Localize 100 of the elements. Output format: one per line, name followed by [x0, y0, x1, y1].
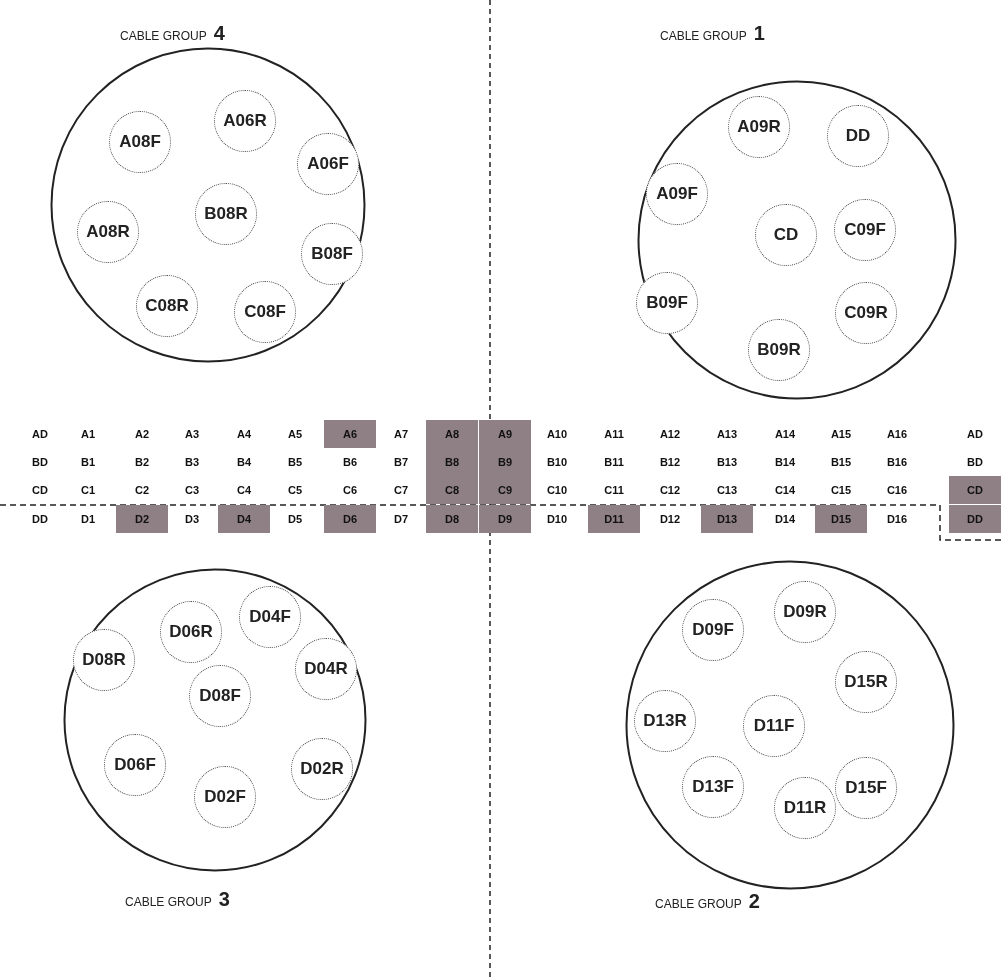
pin-label: C08F [244, 302, 286, 322]
terminal-label: B13 [715, 455, 739, 470]
group-heading: CABLE GROUP 1 [660, 22, 765, 45]
terminal-label: D5 [286, 512, 304, 527]
pin-label: A06F [307, 154, 349, 174]
terminal-label: A2 [133, 427, 151, 442]
terminal-label: B14 [773, 455, 797, 470]
terminal-label: D1 [79, 512, 97, 527]
terminal-label: B6 [341, 455, 359, 470]
terminal-label: C11 [603, 483, 625, 498]
terminal-label: C13 [715, 483, 739, 498]
pin-label: D15F [845, 778, 887, 798]
shaded-terminal-label: DD [949, 505, 1001, 533]
shaded-terminal-label: A8 [426, 420, 478, 448]
shaded-terminal-label: D8 [426, 505, 478, 533]
pin-label: A09R [737, 117, 781, 137]
terminal-label: B2 [133, 455, 151, 470]
terminal-label: C7 [392, 483, 410, 498]
terminal-label: D14 [773, 512, 797, 527]
terminal-label: B4 [235, 455, 253, 470]
terminal-label: D16 [885, 512, 909, 527]
terminal-label: B15 [829, 455, 853, 470]
terminal-label: C2 [133, 483, 151, 498]
shaded-terminal-label: D2 [116, 505, 168, 533]
pin-label: C09R [844, 303, 888, 323]
pin-label: B09F [646, 293, 688, 313]
shaded-terminal-label: D13 [701, 505, 753, 533]
terminal-label: A3 [183, 427, 201, 442]
terminal-label: A16 [885, 427, 909, 442]
terminal-label: A1 [79, 427, 97, 442]
pin-label: A06R [223, 111, 267, 131]
terminal-label: A10 [545, 427, 569, 442]
pin-label: D13F [692, 777, 734, 797]
pin-label: D08R [82, 650, 126, 670]
pin-label: D11F [753, 716, 795, 736]
pin-label: A08F [119, 132, 161, 152]
pin-label: DD [845, 126, 871, 146]
pin-label: D06R [169, 622, 213, 642]
terminal-label: A5 [286, 427, 304, 442]
pin-label: D02R [300, 759, 344, 779]
shaded-terminal-label: C9 [479, 476, 531, 504]
shaded-terminal-label: A9 [479, 420, 531, 448]
pin-circle [239, 586, 301, 648]
terminal-label: C14 [773, 483, 797, 498]
terminal-label: B12 [658, 455, 682, 470]
group-heading: CABLE GROUP 2 [655, 890, 760, 913]
shaded-terminal-label: D6 [324, 505, 376, 533]
terminal-label: C15 [829, 483, 853, 498]
shaded-terminal-label: A6 [324, 420, 376, 448]
terminal-label: C6 [341, 483, 359, 498]
terminal-label: D12 [658, 512, 682, 527]
pin-label: CD [773, 225, 799, 245]
terminal-label: C10 [545, 483, 569, 498]
terminal-label: CD [31, 483, 49, 498]
terminal-label: B3 [183, 455, 201, 470]
group-heading: CABLE GROUP 4 [120, 22, 225, 45]
terminal-label: C16 [885, 483, 909, 498]
terminal-label: D10 [545, 512, 569, 527]
terminal-label: AD [31, 427, 49, 442]
terminal-label: A12 [658, 427, 682, 442]
shaded-terminal-label: D11 [588, 505, 640, 533]
terminal-label: C3 [183, 483, 201, 498]
terminal-label: B5 [286, 455, 304, 470]
terminal-label: A7 [392, 427, 410, 442]
pin-label: A09F [656, 184, 698, 204]
pin-label: D08F [199, 686, 241, 706]
pin-label: D11R [783, 798, 827, 818]
terminal-label: A13 [715, 427, 739, 442]
terminal-label: C12 [658, 483, 682, 498]
pin-label: D13R [643, 711, 687, 731]
pin-label: C09F [844, 220, 886, 240]
pin-label: C08R [145, 296, 189, 316]
shaded-terminal-label: CD [949, 476, 1001, 504]
pin-label: D04R [304, 659, 348, 679]
pin-label: B08F [311, 244, 353, 264]
terminal-label: B16 [885, 455, 909, 470]
terminal-label: D3 [183, 512, 201, 527]
shaded-terminal-label: B8 [426, 448, 478, 476]
group-heading: CABLE GROUP 3 [125, 888, 230, 911]
pin-label: D09F [692, 620, 734, 640]
terminal-label: C4 [235, 483, 253, 498]
shaded-terminal-label: D15 [815, 505, 867, 533]
terminal-label: C5 [286, 483, 304, 498]
terminal-label: A15 [829, 427, 853, 442]
terminal-label: A11 [603, 427, 625, 442]
shaded-terminal-label: B9 [479, 448, 531, 476]
pin-circle [835, 757, 897, 819]
terminal-label: BD [31, 455, 49, 470]
pin-label: D09R [783, 602, 827, 622]
pin-label: D02F [204, 787, 246, 807]
shaded-terminal-label: D4 [218, 505, 270, 533]
terminal-label: B10 [545, 455, 569, 470]
terminal-label: BD [966, 455, 984, 470]
pin-label: B09R [757, 340, 801, 360]
terminal-label: A4 [235, 427, 253, 442]
terminal-label: B7 [392, 455, 410, 470]
terminal-label: B1 [79, 455, 97, 470]
pin-label: D15R [844, 672, 888, 692]
pin-label: B08R [204, 204, 248, 224]
terminal-label: D7 [392, 512, 410, 527]
